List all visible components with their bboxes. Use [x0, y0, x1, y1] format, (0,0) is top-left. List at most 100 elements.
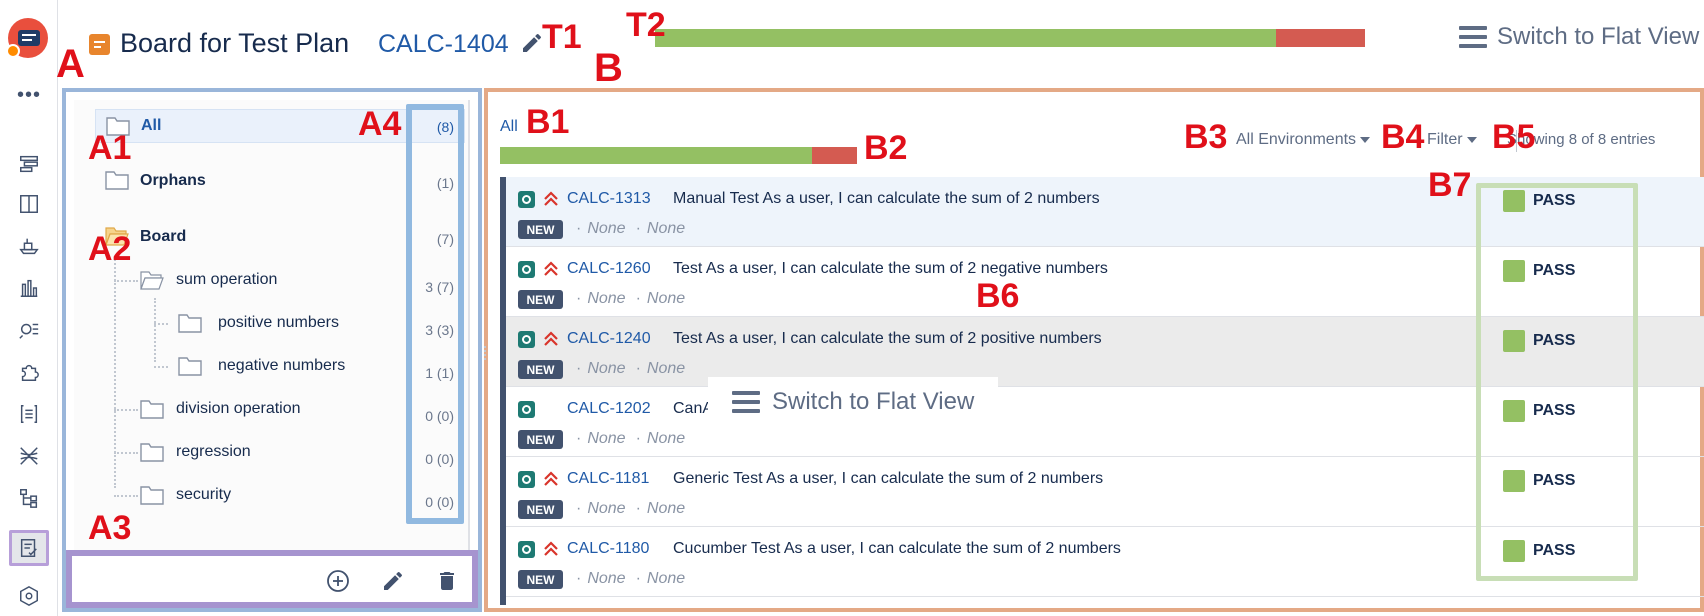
caret-down-icon	[1360, 136, 1371, 143]
tree-item-label: positive numbers	[218, 314, 339, 331]
tree-guide	[114, 409, 138, 411]
test-summary: Test As a user, I can calculate the sum …	[673, 260, 1108, 277]
test-row[interactable]: CALC-1202 CanA NEW ·None·None	[506, 387, 1704, 457]
edit-folder-icon[interactable]	[380, 568, 406, 594]
test-list: CALC-1313 Manual Test As a user, I can c…	[500, 177, 1704, 605]
list-icon[interactable]	[9, 396, 49, 432]
annotation-label: B6	[976, 277, 1020, 315]
annotation-label: A4	[358, 105, 402, 143]
tree-item-label: division operation	[176, 400, 301, 417]
roadmap-icon[interactable]	[9, 146, 49, 182]
tree-item-orphans[interactable]: Orphans	[95, 164, 465, 198]
issue-key-link[interactable]: CALC-1404	[378, 30, 509, 58]
annotation-label: T1	[542, 18, 582, 56]
selected-folder-label: All	[500, 118, 518, 135]
folder-tree-panel: All Orphans Board sum operation	[62, 88, 482, 612]
test-key-link[interactable]: CALC-1260	[567, 260, 651, 277]
tree-item-board[interactable]: Board	[95, 220, 465, 254]
status-pass: PASS	[1503, 399, 1575, 423]
annotation-label: A2	[88, 230, 132, 268]
add-folder-icon[interactable]	[325, 568, 351, 594]
switch-to-flat-view-button[interactable]: Switch to Flat View	[1459, 20, 1699, 54]
status-pass: PASS	[1503, 329, 1575, 353]
tree-item-all[interactable]: All	[95, 109, 465, 143]
status-badge: NEW	[518, 290, 563, 309]
more-icon[interactable]: •••	[16, 84, 41, 106]
status-badge: NEW	[518, 570, 563, 589]
pass-square-icon	[1503, 470, 1525, 492]
test-meta: ·None·None	[576, 290, 686, 307]
test-row[interactable]: CALC-1240 Test As a user, I can calculat…	[506, 317, 1704, 387]
pass-square-icon	[1503, 400, 1525, 422]
xray-logo-icon[interactable]	[6, 18, 48, 58]
test-meta: ·None·None	[576, 360, 686, 377]
test-row[interactable]: CALC-1313 Manual Test As a user, I can c…	[506, 177, 1704, 247]
settings-icon[interactable]	[9, 578, 49, 614]
search-list-icon[interactable]	[9, 312, 49, 348]
tree-count-security: 0 (0)	[425, 494, 454, 510]
folder-icon	[140, 442, 164, 462]
test-row[interactable]: CALC-1180 Cucumber Test As a user, I can…	[506, 527, 1704, 597]
folder-icon	[105, 170, 129, 190]
progress-fail-segment	[1276, 29, 1365, 47]
switch-to-flat-view-popup[interactable]: Switch to Flat View	[708, 377, 998, 427]
pass-square-icon	[1503, 190, 1525, 212]
popup-label: Switch to Flat View	[772, 388, 975, 415]
environment-dropdown[interactable]: All Environments	[1236, 131, 1371, 149]
tree-count-sum-operation: 3 (7)	[425, 279, 454, 295]
toolbar-divider	[1516, 130, 1517, 152]
priority-highest-icon	[543, 470, 559, 488]
test-type-icon	[518, 191, 535, 208]
test-row[interactable]: CALC-1181 Generic Test As a user, I can …	[506, 457, 1704, 527]
switch-to-flat-view-label: Switch to Flat View	[1497, 23, 1700, 50]
tree-toolbar	[66, 550, 478, 608]
delete-folder-icon[interactable]	[434, 568, 460, 594]
folder-progress-bar	[500, 147, 857, 164]
tree-item-positive-numbers[interactable]: positive numbers	[178, 306, 465, 340]
tree-item-regression[interactable]: regression	[140, 435, 465, 469]
open-folder-icon	[105, 226, 129, 246]
test-meta: ·None·None	[576, 430, 686, 447]
tree-item-label: regression	[176, 443, 251, 460]
priority-highest-icon	[543, 330, 559, 348]
folder-icon	[106, 116, 130, 136]
test-key-link[interactable]: CALC-1202	[567, 400, 651, 417]
annotation-label: B7	[1428, 166, 1472, 204]
reports-icon[interactable]	[9, 270, 49, 306]
folder-icon	[178, 356, 202, 376]
board-icon[interactable]	[9, 186, 49, 222]
test-key-link[interactable]: CALC-1180	[567, 540, 650, 557]
hamburger-icon	[732, 391, 760, 413]
folder-icon	[140, 485, 164, 505]
tree-guide	[154, 298, 156, 362]
panel-resize-handle[interactable]	[484, 346, 488, 360]
tree-item-division-operation[interactable]: division operation	[140, 392, 465, 426]
tree-item-label: security	[176, 486, 232, 503]
test-key-link[interactable]: CALC-1313	[567, 190, 651, 207]
tree-guide	[114, 256, 116, 488]
puzzle-icon[interactable]	[9, 354, 49, 390]
test-row[interactable]: CALC-1260 Test As a user, I can calculat…	[506, 247, 1704, 317]
pass-square-icon	[1503, 330, 1525, 352]
filter-dropdown[interactable]: Filter	[1427, 131, 1477, 149]
tree-item-negative-numbers[interactable]: negative numbers	[178, 349, 465, 383]
status-column	[1476, 183, 1638, 581]
annotation-label: B3	[1184, 118, 1228, 156]
test-type-icon	[518, 331, 535, 348]
left-navigation-rail: •••	[0, 0, 58, 616]
test-key-link[interactable]: CALC-1181	[567, 470, 650, 487]
tree-count-board: (7)	[436, 231, 454, 247]
edit-pencil-icon[interactable]	[520, 31, 544, 55]
test-key-link[interactable]: CALC-1240	[567, 330, 651, 347]
progress-pass-segment	[500, 147, 813, 164]
xray-icon[interactable]	[9, 438, 49, 474]
ship-icon[interactable]	[9, 228, 49, 264]
tree-item-label: negative numbers	[218, 357, 346, 374]
tree-item-sum-operation[interactable]: sum operation	[140, 263, 465, 297]
environment-dropdown-label: All Environments	[1236, 131, 1357, 148]
test-plan-icon[interactable]	[9, 530, 49, 566]
annotation-label: A3	[88, 509, 132, 547]
hierarchy-icon[interactable]	[9, 480, 49, 516]
tree-item-security[interactable]: security	[140, 478, 465, 512]
folder-icon	[178, 313, 202, 333]
